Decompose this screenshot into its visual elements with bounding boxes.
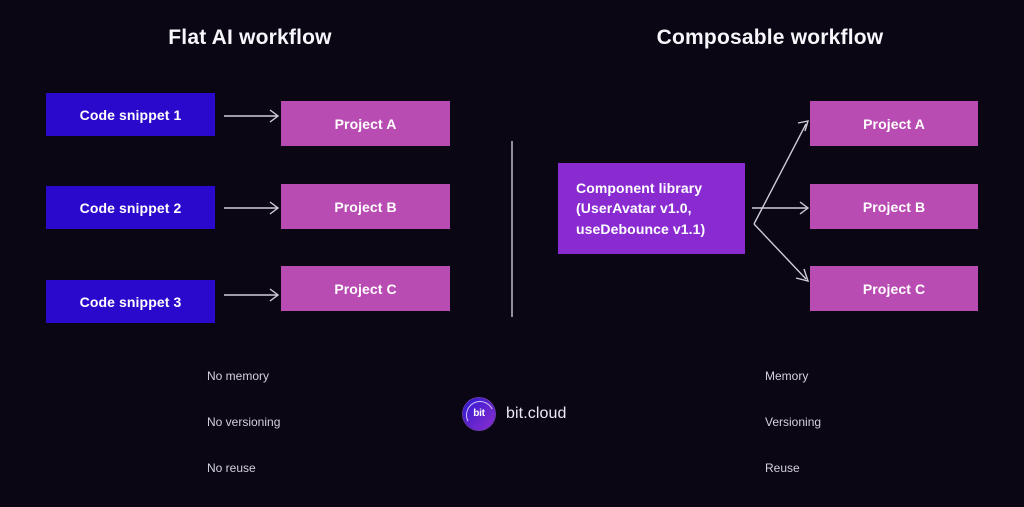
right-project-b-box: Project B — [810, 184, 978, 229]
arrow-library-to-project-a — [753, 120, 810, 225]
component-library-line-3: useDebounce v1.1) — [576, 220, 706, 237]
component-library-line-1: Component library — [576, 180, 703, 197]
left-panel-title: Flat AI workflow — [168, 26, 332, 49]
arrow-snippet-2-to-project-b — [224, 201, 280, 215]
left-project-c-box: Project C — [281, 266, 450, 311]
code-snippet-3-box: Code snippet 3 — [46, 280, 215, 323]
left-project-a-box: Project A — [281, 101, 450, 146]
right-note-line-2: Versioning — [765, 414, 822, 429]
left-project-b-box: Project B — [281, 184, 450, 229]
right-panel-title: Composable workflow — [656, 26, 884, 49]
component-library-line-2: (UserAvatar v1.0, — [576, 200, 692, 217]
left-note-line-3: No reuse — [207, 460, 256, 475]
right-project-a-box: Project A — [810, 101, 978, 146]
right-panel-notes: Memory Versioning Reuse — [765, 338, 821, 507]
left-panel-notes: No memory No versioning No reuse — [207, 338, 280, 507]
arrow-snippet-3-to-project-c — [224, 288, 280, 302]
left-note-line-1: No memory — [207, 368, 270, 383]
component-library-box: Component library (UserAvatar v1.0, useD… — [558, 163, 745, 254]
left-note-line-2: No versioning — [207, 414, 281, 429]
bit-logo-text: bit — [473, 408, 485, 419]
code-snippet-2-box: Code snippet 2 — [46, 186, 215, 229]
arrow-snippet-1-to-project-a — [224, 109, 280, 123]
bit-logo-icon: bit — [462, 397, 498, 433]
brand-lockup: bit bit.cloud — [462, 397, 567, 433]
brand-name-label: bit.cloud — [506, 405, 567, 422]
arrow-library-to-project-b — [752, 201, 810, 215]
code-snippet-1-box: Code snippet 1 — [46, 93, 215, 136]
arrow-library-to-project-c — [753, 223, 810, 282]
diagram-canvas: Flat AI workflow Composable workflow Cod… — [46, 26, 978, 475]
right-note-line-3: Reuse — [765, 460, 800, 475]
right-project-c-box: Project C — [810, 266, 978, 311]
right-note-line-1: Memory — [765, 368, 809, 383]
panel-divider — [511, 141, 513, 317]
